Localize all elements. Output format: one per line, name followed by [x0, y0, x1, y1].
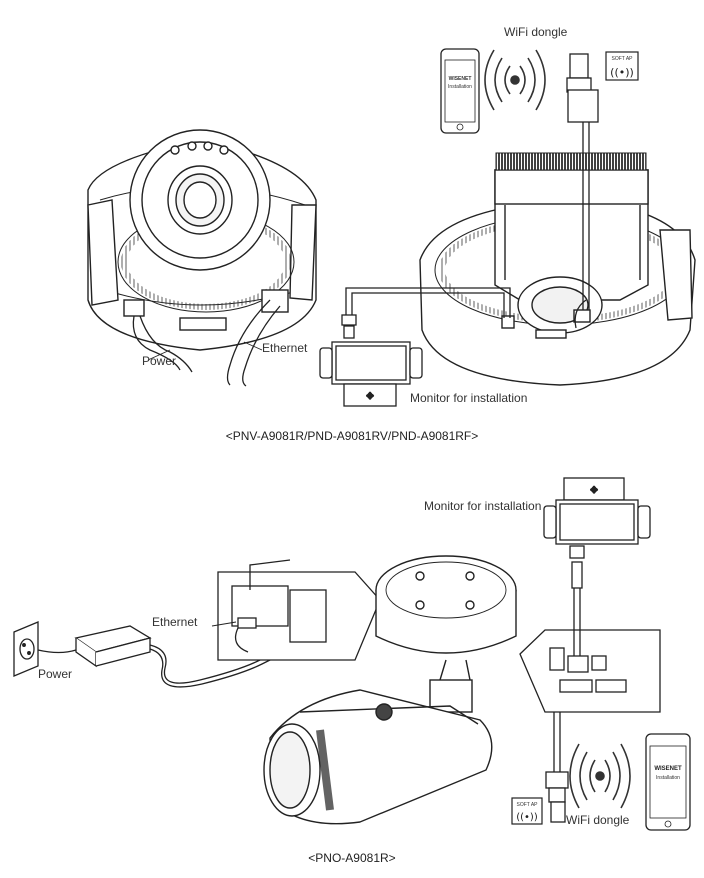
monitor-cable-bottom — [569, 545, 585, 656]
wifi-dongle-label-top: WiFi dongle — [504, 25, 568, 39]
soft-ap-text-bottom: SOFT AP — [516, 802, 538, 808]
phone-app-name-top: WISENET — [449, 76, 472, 82]
soft-ap-badge-top: SOFT AP ((•)) — [605, 51, 639, 81]
smartphone-bottom: WISENET Installation — [645, 733, 691, 831]
phone-app-sub-top: Installation — [448, 84, 472, 90]
ethernet-label: Ethernet — [262, 341, 308, 355]
monitor-cable-top — [341, 287, 511, 339]
wall-socket — [13, 621, 39, 677]
antenna-icon: ((•)) — [610, 66, 634, 79]
caption-top: <PNV-A9081R/PND-A9081RV/PND-A9081RF> — [226, 429, 479, 443]
caption-bottom: <PNO-A9081R> — [308, 851, 395, 865]
wifi-dongle-bottom — [545, 712, 569, 823]
ethernet-label-bottom: Ethernet — [152, 615, 198, 629]
smartphone-top: WISENET Installation — [440, 48, 480, 134]
monitor-bottom: ✥ — [543, 477, 651, 545]
wifi-dongle-top — [566, 53, 599, 329]
antenna-icon-bottom: ((•)) — [516, 812, 538, 823]
port-callout — [519, 629, 661, 713]
ethernet-callout — [211, 559, 381, 661]
monitor-label-bottom: Monitor for installation — [424, 499, 541, 513]
phone-app-name-bottom: WISENET — [654, 766, 682, 772]
wifi-waves-bottom — [569, 743, 631, 809]
dpad-icon-bottom: ✥ — [590, 486, 598, 496]
power-label: Power — [142, 354, 176, 368]
bullet-camera — [263, 689, 493, 825]
camera-mount — [375, 555, 517, 713]
dome-camera-right — [419, 152, 696, 386]
monitor-top: ✥ — [319, 341, 423, 407]
dpad-icon: ✥ — [366, 392, 374, 402]
soft-ap-text-top: SOFT AP — [611, 56, 633, 62]
wifi-waves-top — [484, 49, 546, 111]
dome-cables-left — [132, 299, 281, 387]
wifi-dongle-label-bottom: WiFi dongle — [566, 813, 630, 827]
power-label-bottom: Power — [38, 667, 72, 681]
phone-app-sub-bottom: Installation — [656, 775, 680, 781]
monitor-label-top: Monitor for installation — [410, 391, 527, 405]
dome-camera-left — [87, 129, 317, 351]
soft-ap-badge-bottom: SOFT AP ((•)) — [511, 797, 543, 825]
